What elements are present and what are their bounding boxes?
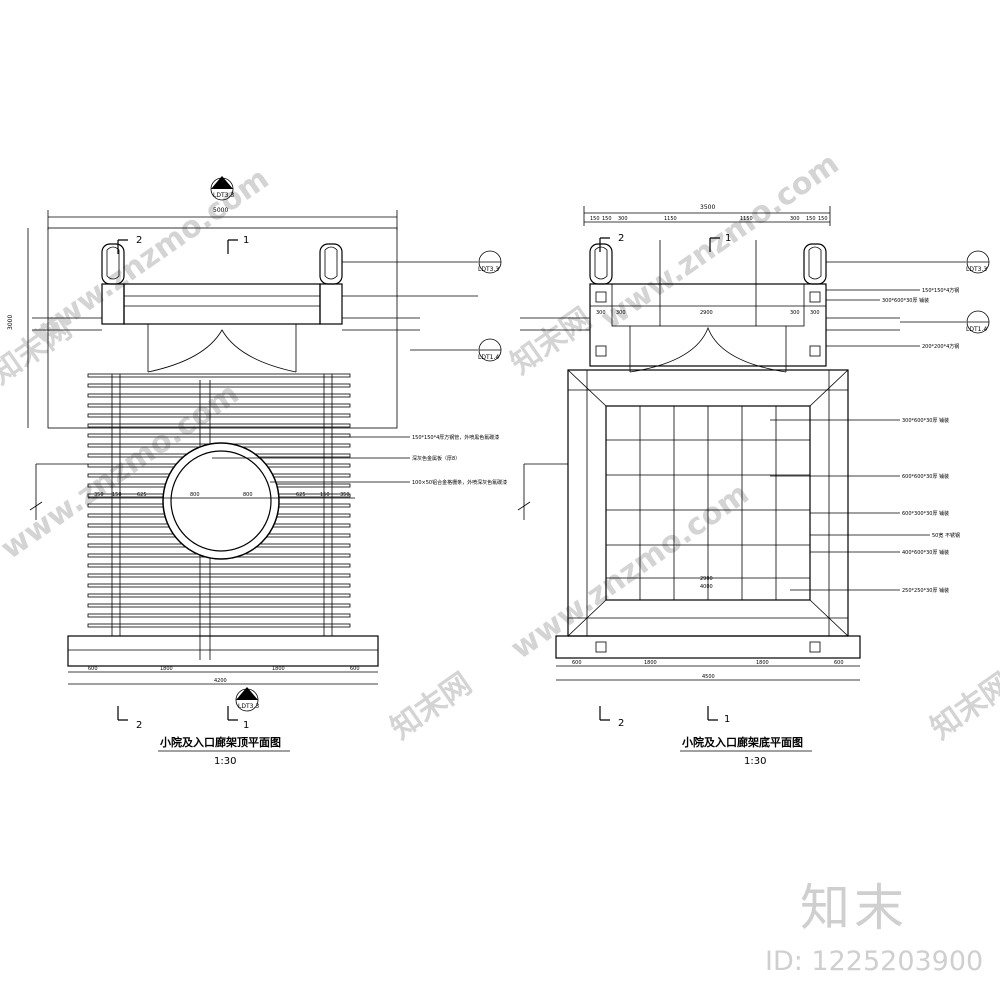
dim-inner-2: 4000 [700,584,713,590]
cut-2-bottom: 2 [136,720,142,731]
note-3: 200*200*4方钢 [922,343,959,350]
left-plan-scale: 1:30 [214,756,236,767]
dim-top-3: 300 [618,216,628,222]
dim-bot-3: 1800 [272,666,285,672]
left-plan-title: 小院及入口廊架顶平面图 [159,735,281,749]
dim-side: 3000 [7,315,14,330]
watermark-layer: 知末网 www.znzmo.com 知末网 www.znzmo.com www.… [0,146,1000,746]
cut-1-bottom: 1 [724,714,730,725]
dim-bot-1: 600 [572,660,582,666]
dim-mid-left-625: 625 [137,492,147,498]
dim-mid-right-150: 150 [320,492,330,498]
dim-mid-800-a: 800 [190,492,200,498]
dim-top-1: 150 [590,216,600,222]
dim-mid-left-150: 150 [112,492,122,498]
dim-top-8: 150 [818,216,828,222]
dim-top-2: 150 [602,216,612,222]
cut-2-top: 2 [136,235,142,246]
dim-bot-overall: 4500 [702,674,715,680]
note-9: 250*250*30厚 铺装 [902,587,949,594]
dim-bot-1: 600 [88,666,98,672]
detail-ref-1: LDT3.3 [478,266,499,273]
note-2: 深灰色金属板（厚8） [412,455,460,462]
dim-bot-3: 1800 [756,660,769,666]
detail-ref-2: LDT1.4 [966,326,987,333]
note-1: 150*150*4厚方钢管，外喷黑色氟碳漆 [412,434,499,441]
watermark-text: 知末网 [385,666,479,746]
base-slab [67,635,379,667]
dim-mid-4: 300 [790,310,800,316]
dim-top-7: 150 [806,216,816,222]
right-plan: 3500 150 150 300 1150 1150 300 150 150 3… [520,204,990,767]
note-6: 600*300*30厚 铺装 [902,510,949,517]
column-ornament-left [589,243,613,285]
brand-logo-text: 知末 [800,879,908,937]
note-2: 300*600*30厚 铺装 [882,297,929,304]
cut-2-top: 2 [618,233,624,244]
image-id: ID: 1225203900 [765,946,984,977]
note-7: 50宽 不锈钢 [932,532,960,539]
section-a-ref: LDT3.3 [213,192,234,199]
note-1: 150*150*4方钢 [922,287,959,294]
dim-mid-1: 300 [596,310,606,316]
base-slab [555,635,861,659]
watermark-text: 知末网 [925,666,1000,746]
dim-mid-right-625: 625 [296,492,306,498]
watermark-text: www.znzmo.com [505,476,756,666]
cut-1-top: 1 [243,235,249,246]
detail-ref-1: LDT3.3 [966,266,987,273]
moon-gate-circle [162,442,280,560]
dim-top-4: 1150 [664,216,677,222]
beam [123,283,321,325]
dim-mid-3: 2900 [700,310,713,316]
section-b-ref: LDT3.3 [238,703,259,710]
dim-top-overall: 3500 [700,204,715,211]
note-3: 100×50铝合金格栅条，外喷深灰色氟碳漆 [412,479,507,486]
column-ornament-right [319,243,343,285]
dim-inner: 2900 [700,576,713,582]
left-plan: 5000 A LDT3.3 3000 [7,176,507,767]
cut-1-bottom: 1 [243,720,249,731]
section-b-label: B [243,691,248,699]
column-ornament-right [803,243,827,285]
note-8: 400*600*30厚 铺装 [902,549,949,556]
cut-1-top: 1 [725,233,731,244]
watermark-text: www.znzmo.com [595,146,846,336]
dim-bot-2: 1800 [644,660,657,666]
dim-mid-800-b: 800 [243,492,253,498]
section-a-label: A [218,180,223,188]
paving-grid [568,370,848,636]
dim-bot-overall: 4200 [214,678,227,684]
cut-2-bottom: 2 [618,718,624,729]
dim-top-6: 300 [790,216,800,222]
dim-bot-2: 1800 [160,666,173,672]
watermark-text: www.znzmo.com [25,161,276,351]
dim-top-5: 1150 [740,216,753,222]
dim-mid-2: 300 [616,310,626,316]
dim-mid-right-350: 350 [340,492,350,498]
dim-mid-left-350: 350 [94,492,104,498]
dim-bot-4: 600 [834,660,844,666]
dim-top-overall: 5000 [213,207,228,214]
note-5: 600*600*30厚 铺装 [902,473,949,480]
right-plan-scale: 1:30 [744,756,766,767]
dim-bot-4: 600 [350,666,360,672]
right-plan-title: 小院及入口廊架底平面图 [681,735,803,749]
dim-mid-5: 300 [810,310,820,316]
detail-ref-2: LDT1.4 [478,354,499,361]
roof-outline [47,227,398,429]
note-4: 300*600*30厚 铺装 [902,417,949,424]
